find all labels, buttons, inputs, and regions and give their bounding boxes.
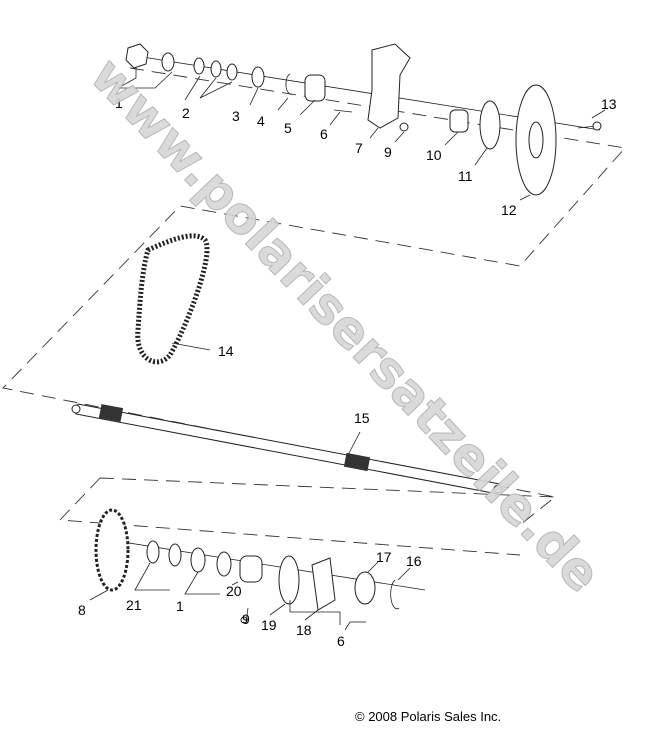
callout-12: 12 [501, 202, 517, 218]
callout-7: 7 [355, 140, 363, 156]
upper-hub-assembly [125, 43, 602, 196]
callout-3: 3 [232, 108, 240, 124]
callout-18: 18 [296, 622, 312, 638]
nut [125, 43, 149, 69]
callout-15: 15 [354, 410, 370, 426]
callout-labels: 1 2 3 4 5 6 7 9 10 11 12 13 14 15 17 16 … [78, 95, 617, 649]
callout-9-lower: 9 [242, 611, 250, 627]
callout-13: 13 [601, 96, 617, 112]
axle-shaft [71, 403, 503, 495]
callout-20: 20 [226, 583, 242, 599]
callout-14: 14 [218, 343, 234, 359]
callout-5: 5 [284, 120, 292, 136]
callout-17: 17 [376, 549, 392, 565]
callout-21: 21 [126, 597, 142, 613]
callout-9: 9 [384, 144, 392, 160]
lower-sprocket-assembly [94, 508, 426, 624]
callout-1-lower: 1 [176, 598, 184, 614]
callout-11: 11 [458, 168, 473, 184]
callout-19: 19 [261, 617, 277, 633]
callout-10: 10 [426, 147, 442, 163]
copyright-notice: © 2008 Polaris Sales Inc. [355, 709, 502, 724]
bearing-housing [367, 43, 411, 129]
callout-6: 6 [320, 126, 328, 142]
sprocket [94, 508, 130, 592]
callout-1: 1 [115, 95, 123, 111]
callout-16: 16 [406, 553, 422, 569]
assembly-frames [2, 67, 626, 556]
callout-4: 4 [257, 113, 265, 129]
callout-6-lower: 6 [337, 633, 345, 649]
leader-lines [89, 68, 606, 631]
callout-2: 2 [182, 105, 190, 121]
callout-8: 8 [78, 602, 86, 618]
